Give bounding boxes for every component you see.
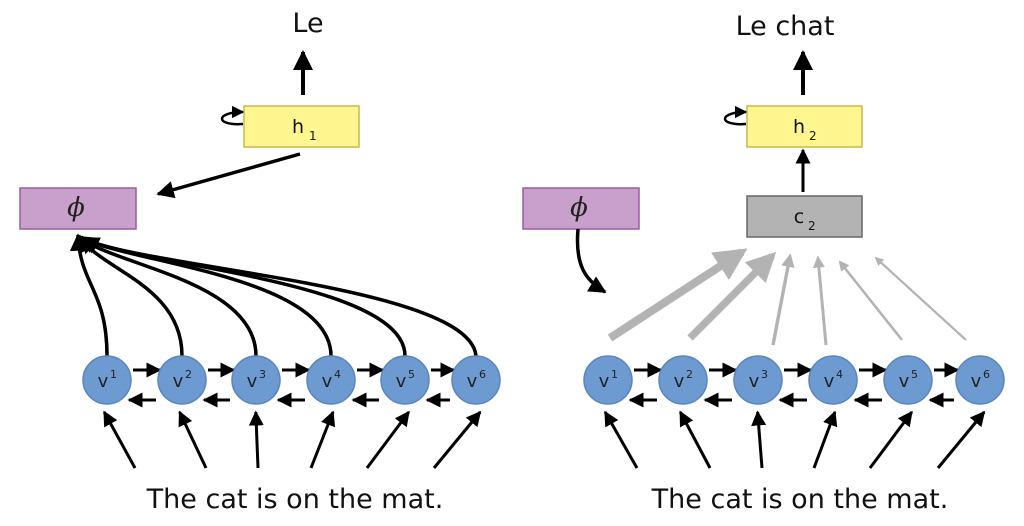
node-label: v bbox=[674, 371, 685, 392]
attention-arrow-v3 bbox=[771, 253, 795, 346]
context-box: c 2 bbox=[746, 195, 863, 238]
input-arrow bbox=[309, 410, 336, 469]
node-label: v bbox=[824, 371, 835, 392]
hidden-subscript: 1 bbox=[309, 129, 317, 143]
context-subscript: 2 bbox=[808, 219, 816, 233]
node-superscript: 3 bbox=[259, 368, 266, 381]
output-phrase: Le chat bbox=[736, 11, 835, 42]
source-sentence: The cat is on the mat. bbox=[651, 484, 949, 515]
attention-arrow-v5 bbox=[838, 260, 904, 341]
attention-arrow-v4 bbox=[812, 255, 828, 346]
node-label: v bbox=[749, 371, 760, 392]
attention-arrow-v2 bbox=[687, 251, 777, 341]
input-arrow bbox=[868, 410, 914, 469]
phi-to-attention-arrow bbox=[575, 228, 607, 294]
hidden-label: h bbox=[292, 116, 304, 138]
input-arrow bbox=[432, 410, 482, 469]
input-arrow bbox=[751, 410, 767, 469]
node-label: v bbox=[467, 371, 478, 392]
input-arrow bbox=[812, 410, 838, 469]
input-arrow bbox=[678, 410, 712, 469]
node-superscript: 6 bbox=[983, 368, 990, 381]
attention-arrows bbox=[607, 248, 967, 346]
node-superscript: 1 bbox=[611, 368, 618, 381]
node-label: v bbox=[396, 371, 407, 392]
phi-box: ϕ bbox=[19, 187, 137, 230]
input-arrow bbox=[178, 410, 208, 469]
recurrent-loop-arrow bbox=[724, 105, 748, 126]
hidden-subscript: 2 bbox=[809, 129, 817, 143]
attention-arrow-v1 bbox=[607, 248, 748, 342]
node-superscript: 3 bbox=[761, 368, 768, 381]
hidden-to-phi-arrow bbox=[156, 152, 301, 199]
node-label: v bbox=[899, 371, 910, 392]
phi-label: ϕ bbox=[67, 193, 85, 223]
recurrent-loop-arrow bbox=[221, 105, 245, 126]
hidden-state-box: h 1 bbox=[243, 105, 360, 148]
input-arrow bbox=[603, 410, 639, 469]
node-label: v bbox=[173, 371, 184, 392]
curve-v1 bbox=[69, 233, 109, 357]
input-arrow bbox=[936, 410, 986, 469]
node-superscript: 1 bbox=[110, 368, 117, 381]
attention-arrow-v6 bbox=[874, 256, 967, 341]
input-arrow bbox=[248, 410, 264, 469]
phi-label: ϕ bbox=[570, 193, 588, 223]
node-superscript: 4 bbox=[334, 368, 341, 381]
node-label: v bbox=[322, 371, 333, 392]
node-superscript: 4 bbox=[836, 368, 843, 381]
node-superscript: 5 bbox=[408, 368, 415, 381]
node-label: v bbox=[599, 371, 610, 392]
node-label: v bbox=[247, 371, 258, 392]
output-word: Le bbox=[292, 8, 323, 39]
node-label: v bbox=[971, 371, 982, 392]
hidden-label: h bbox=[793, 116, 805, 138]
source-sentence: The cat is on the mat. bbox=[146, 484, 444, 515]
input-arrow bbox=[102, 410, 137, 469]
hidden-state-box: h 2 bbox=[746, 105, 863, 148]
node-superscript: 5 bbox=[911, 368, 918, 381]
curve-v5 bbox=[80, 236, 407, 357]
node-to-phi-curves bbox=[69, 233, 478, 357]
node-superscript: 6 bbox=[479, 368, 486, 381]
node-superscript: 2 bbox=[686, 368, 693, 381]
phi-box: ϕ bbox=[522, 187, 640, 230]
node-label: v bbox=[98, 371, 109, 392]
node-superscript: 2 bbox=[185, 368, 192, 381]
input-arrow bbox=[365, 410, 411, 469]
context-label: c bbox=[794, 206, 804, 228]
curve-v6 bbox=[81, 236, 478, 357]
